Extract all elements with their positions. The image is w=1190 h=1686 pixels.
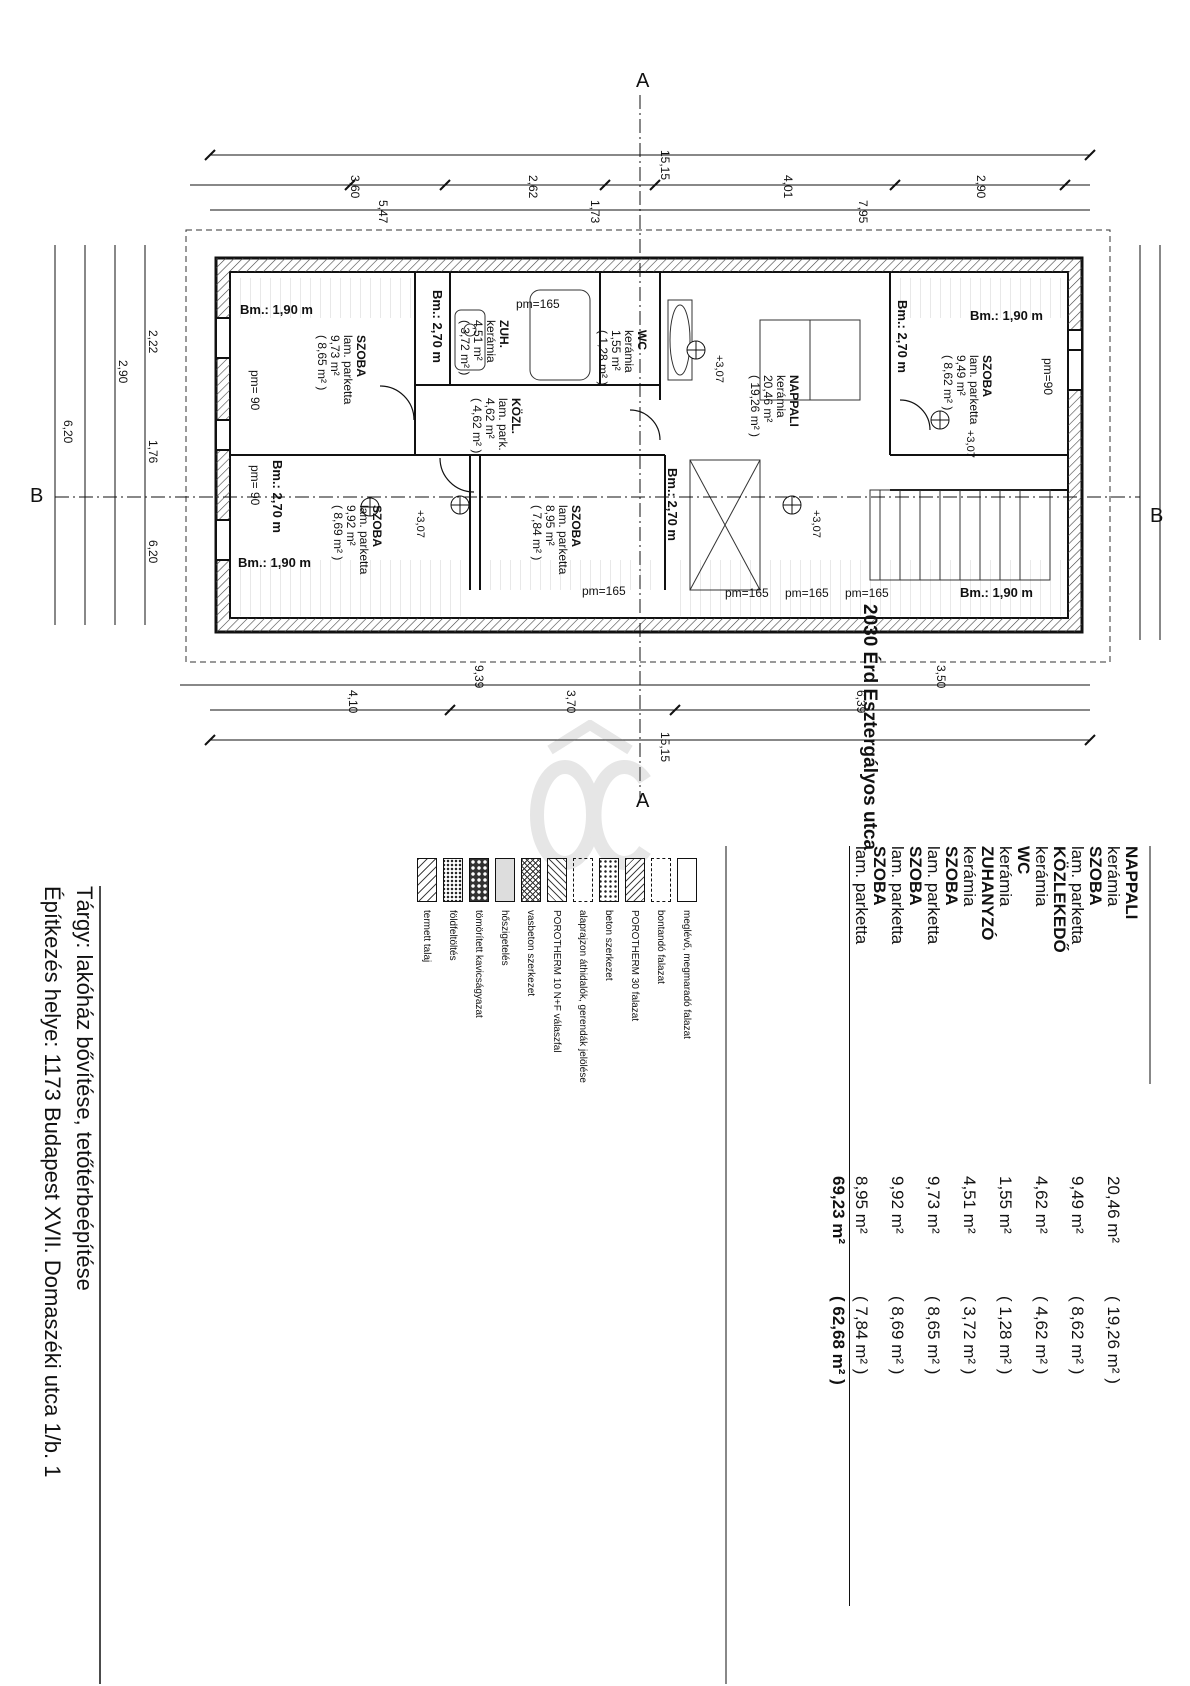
legend-item: tömörített kavicságyazat [466, 858, 492, 1083]
legend-item: hőszigetelés [492, 858, 518, 1083]
dim-2-22-top: 2,22 [146, 330, 160, 354]
legend-item: alaprajzon áthidalók, gerendák jelölése [570, 858, 596, 1083]
dim-3-60: 3,60 [348, 175, 362, 199]
dim-1-73: 1,73 [588, 200, 602, 224]
room-label-zuh: ZUH. kerámia 4,51 m² ( 3,72 m² ) [458, 320, 511, 376]
roof-outline [185, 229, 1111, 663]
watermark-logo [530, 720, 651, 870]
pm-label-4: pm=165 [845, 586, 889, 600]
overall-width-top: 15,15 [658, 150, 672, 181]
room-label-szoba-1: SZOBA lam. parketta 9,73 m² ( 8,65 m² ) [315, 335, 368, 405]
dim-1-76: 1,76 [146, 440, 160, 464]
staircase [689, 459, 1051, 591]
pm-label-2: pm=165 [725, 586, 769, 600]
legend-item: meglévő, megmaradó falazat [674, 858, 700, 1083]
project-subject: Tárgy: lakóház bővítése, tetőtérbeépítés… [72, 886, 97, 1291]
room-label-szoba-4: SZOBA lam. parketta 9,49 m² ( 8,62 m² ) [941, 355, 994, 425]
material-legend: meglévő, megmaradó falazat bontandó fala… [414, 858, 700, 1083]
section-mark-a-bottom: A [636, 790, 650, 812]
bm-label-7: Bm.: 2,70 m [895, 300, 910, 373]
title-block: Tárgy: lakóház bővítése, tetőtérbeépítés… [36, 886, 100, 1686]
bm-label-4: Bm.: 1,90 m [238, 555, 311, 570]
address-overlay: 2030 Érd Esztergályos utca [859, 604, 880, 851]
bm-label-1: Bm.: 1,90 m [240, 302, 313, 317]
pm-label-zuh: pm=165 [516, 297, 560, 311]
dim-5-47: 5,47 [376, 200, 390, 224]
level-text-4: +3,07 [964, 430, 976, 458]
section-mark-b-left: B [30, 485, 44, 507]
project-location: Építkezés helye: 1173 Budapest XVII. Dom… [40, 886, 65, 1478]
legend-item: vasbeton szerkezet [518, 858, 544, 1083]
dimension-ticks [204, 149, 1096, 746]
legend-item: POROTHERM 30 falazat [622, 858, 648, 1083]
outer-walls [214, 256, 1084, 634]
total-area: 69,23 m² [829, 1176, 848, 1245]
dim-2-90: 2,90 [974, 175, 988, 199]
dim-6-20: 6,20 [61, 420, 75, 444]
bm-label-3: Bm.: 2,70 m [270, 460, 285, 533]
dim-7-95: 7,95 [856, 200, 870, 224]
bm-label-2: Bm.: 2,70 m [430, 290, 445, 363]
dimension-lines [54, 154, 1161, 741]
room-label-szoba-3: SZOBA lam. parketta 8,95 m² ( 7,84 m² ) [530, 505, 583, 575]
dim-2-90-left: 2,90 [116, 360, 130, 384]
legend-item: bontandó falazat [648, 858, 674, 1083]
bm-label-6: Bm.: 1,90 m [970, 308, 1043, 323]
legend-item: beton szerkezet [596, 858, 622, 1083]
section-lines [55, 95, 1140, 800]
dim-4-10: 4,10 [346, 690, 360, 714]
bath-fixtures [454, 289, 591, 381]
level-text-3: +3,07 [810, 510, 822, 538]
room-label-szoba-2: SZOBA lam. parketta 9,92 m² ( 8,69 m² ) [331, 505, 384, 575]
room-label-nappali: NAPPALI kerámia 20,46 m² ( 19,26 m² ) [748, 375, 801, 438]
pm-label-3: pm=165 [785, 586, 829, 600]
level-text-2: +3,07 [713, 355, 725, 383]
windows [215, 317, 1083, 561]
legend-item: földfeltöltés [440, 858, 466, 1083]
bm-label-8: Bm.: 1,90 m [960, 585, 1033, 600]
room-label-wc: WC kerámia 1,55 m² ( 1,28 m² ) [596, 330, 649, 386]
section-mark-b-right: B [1150, 505, 1164, 527]
dim-3-70: 3,70 [564, 690, 578, 714]
dim-3-50: 3,50 [934, 665, 948, 689]
legend-item: POROTHERM 10 N+F válaszfal [544, 858, 570, 1083]
pm-label-szoba-1: pm= 90 [248, 370, 262, 411]
roof-slope-zones [232, 278, 1065, 616]
legend-item: termett talaj [414, 858, 440, 1083]
door-swings [379, 385, 931, 493]
dim-2-62: 2,62 [526, 175, 540, 199]
total-net: ( 62,68 m² ) [829, 1296, 848, 1385]
bm-label-5: Bm.: 2,70 m [665, 468, 680, 541]
overall-width-bottom: 15,15 [658, 732, 672, 763]
dim-4-01: 4,01 [781, 175, 795, 199]
level-markers [360, 340, 950, 517]
pm-label-szoba-2: pm= 90 [248, 465, 262, 506]
pm-label-szoba-4: pm=90 [1041, 358, 1055, 396]
level-text-1: +3,07 [414, 510, 426, 538]
table-total-row: 69,23 m² ( 62,68 m² ) [829, 846, 850, 1606]
pm-label-1: pm=165 [582, 584, 626, 598]
section-mark-a-top: A [636, 70, 650, 92]
room-label-kozl: KÖZL. lam. park. 4,62 m² ( 4,62 m² ) [470, 398, 523, 454]
dim-9-39: 9,39 [472, 665, 486, 689]
dim-2-22-bottom: 6,20 [146, 540, 160, 564]
living-furniture [667, 299, 861, 401]
